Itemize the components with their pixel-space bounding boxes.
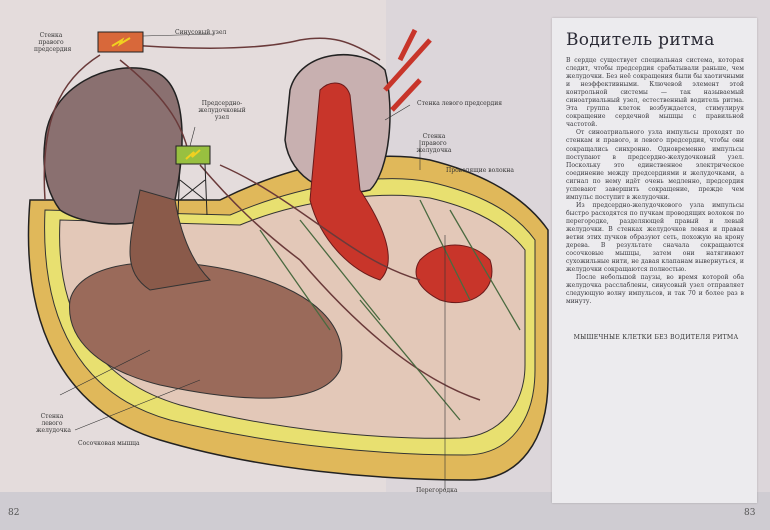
- right-atrium: [43, 67, 183, 225]
- label-left-ventricle-wall: Стенка левого желудочка: [36, 413, 72, 434]
- right-ventricle-blood: [415, 244, 493, 304]
- conduction-wires: [43, 37, 481, 401]
- label-conducting-fibers: Проводящие волокна: [446, 167, 514, 174]
- paragraph: От синоатриального узла импульсы проходя…: [566, 129, 744, 201]
- label-right-atrium-wall: Стенка правого предсердия: [34, 32, 72, 53]
- label-septum: Перегородка: [416, 487, 458, 494]
- label-leader-lines: [59, 33, 446, 490]
- blood-vessels-top: [383, 28, 432, 112]
- paragraph: Из предсердно-желудочкового узла импульс…: [566, 201, 744, 274]
- label-left-atrium-wall: Стенка левого предсердия: [417, 100, 503, 107]
- av-node-tower: [177, 163, 208, 216]
- aorta-blood: [309, 82, 389, 281]
- page-number-left: 82: [8, 508, 20, 518]
- label-sinus-node: Синусовый узел: [175, 29, 227, 36]
- lightning-icon: [185, 149, 201, 160]
- label-right-ventricle-wall: Стенка правого желудочка: [416, 133, 452, 154]
- label-av-node: Предсердно-желудочковый узел: [198, 100, 246, 121]
- page-title: Водитель ритма: [566, 30, 715, 50]
- label-papillary-muscle: Сосочковая мышца: [78, 440, 140, 447]
- text-panel: [552, 18, 757, 503]
- lightning-icon: [111, 37, 131, 47]
- illustration-caption: МЫШЕЧНЫЕ КЛЕТКИ БЕЗ ВОДИТЕЛЯ РИТМА: [573, 334, 739, 341]
- blood-flow: [129, 189, 212, 291]
- paragraph: После небольшой паузы, во время которой …: [566, 274, 744, 306]
- paragraph: В сердце существует специальная система,…: [566, 57, 744, 129]
- page-number-right: 83: [744, 508, 756, 518]
- article-body: В сердце существует специальная система,…: [566, 57, 744, 306]
